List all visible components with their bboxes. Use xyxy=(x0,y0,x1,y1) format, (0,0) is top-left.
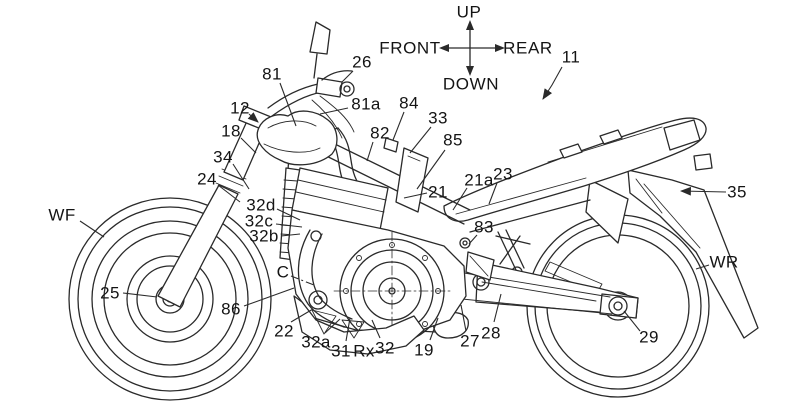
leader-11 xyxy=(542,66,563,100)
ref-label-32: 32 xyxy=(375,338,395,358)
leader-c xyxy=(290,275,315,286)
leader-21a xyxy=(452,187,468,211)
leader-29 xyxy=(623,310,641,332)
compass-rear-label: REAR xyxy=(503,38,553,58)
ref-label-wr: WR xyxy=(709,252,739,272)
ref-label-19: 19 xyxy=(414,340,434,360)
shroud-panel xyxy=(383,137,429,213)
leader-81 xyxy=(279,82,297,127)
ref-label-rx: Rx xyxy=(353,341,375,361)
leader-18 xyxy=(240,137,257,154)
leader-32b xyxy=(280,233,301,237)
leader-23 xyxy=(488,182,498,205)
front-wheel xyxy=(68,197,272,401)
leader-83 xyxy=(468,234,478,245)
compass-front-label: FRONT xyxy=(379,38,441,58)
ref-label-84: 84 xyxy=(399,93,419,113)
ref-label-83: 83 xyxy=(474,217,494,237)
ref-label-32d: 32d xyxy=(246,195,276,215)
leader-82 xyxy=(366,141,374,162)
ref-label-86: 86 xyxy=(221,299,241,319)
leader-33 xyxy=(409,126,432,154)
leader-85 xyxy=(416,149,446,190)
ref-label-21: 21 xyxy=(428,182,448,202)
ref-label-29: 29 xyxy=(639,327,659,347)
ref-label-31: 31 xyxy=(331,341,351,361)
seat-tail xyxy=(443,117,707,222)
leader-25 xyxy=(122,292,158,298)
ref-label-81a: 81a xyxy=(351,94,381,114)
ref-label-82: 82 xyxy=(370,123,390,143)
leader-19 xyxy=(429,317,439,341)
leader-84 xyxy=(392,111,405,141)
ref-label-27: 27 xyxy=(460,331,480,351)
compass-up-label: UP xyxy=(456,2,482,22)
rear-fender xyxy=(627,153,759,339)
leader-35 xyxy=(679,186,727,196)
ref-label-11: 11 xyxy=(561,47,581,67)
leader-32a xyxy=(324,318,341,334)
ref-label-c: C xyxy=(276,262,290,282)
leader-81a xyxy=(319,107,349,115)
ref-label-85: 85 xyxy=(443,130,463,150)
leader-32c xyxy=(275,223,303,228)
handlebar-controls xyxy=(267,21,355,139)
footpeg-bracket xyxy=(465,251,495,281)
leader-wf xyxy=(79,220,105,238)
ref-label-22: 22 xyxy=(274,321,294,341)
ref-label-32b: 32b xyxy=(249,226,279,246)
ref-label-28: 28 xyxy=(481,323,501,343)
compass-down-label: DOWN xyxy=(442,74,500,94)
ref-label-23: 23 xyxy=(493,164,513,184)
ref-label-25: 25 xyxy=(100,283,120,303)
leader-12 xyxy=(247,112,259,123)
ref-label-35: 35 xyxy=(727,182,747,202)
leader-34 xyxy=(232,163,250,190)
leader-wr xyxy=(695,264,710,270)
headlight-cluster xyxy=(256,110,338,166)
compass-arrows xyxy=(439,20,505,76)
ref-label-26: 26 xyxy=(352,52,372,72)
ref-label-32a: 32a xyxy=(301,332,331,352)
leader-26 xyxy=(341,70,354,83)
leader-28 xyxy=(493,293,502,323)
leader-32 xyxy=(371,319,381,339)
ref-label-12: 12 xyxy=(230,98,250,118)
engine xyxy=(287,167,467,351)
leader-27 xyxy=(460,304,467,332)
ref-label-wf: WF xyxy=(48,205,76,225)
leader-32d xyxy=(276,208,301,221)
mirror xyxy=(309,21,331,55)
ref-label-24: 24 xyxy=(197,169,217,189)
ref-label-32c: 32c xyxy=(244,211,274,231)
leader-24 xyxy=(217,184,241,203)
ref-label-81: 81 xyxy=(262,64,282,84)
leader-31 xyxy=(345,317,351,342)
ref-label-18: 18 xyxy=(221,121,241,141)
ref-label-34: 34 xyxy=(213,147,233,167)
leader-86 xyxy=(243,287,295,307)
exhaust-header xyxy=(297,229,353,328)
leader-22 xyxy=(290,308,314,323)
ref-label-33: 33 xyxy=(428,108,448,128)
ref-label-21a: 21a xyxy=(464,170,494,190)
leader-21 xyxy=(403,192,428,199)
